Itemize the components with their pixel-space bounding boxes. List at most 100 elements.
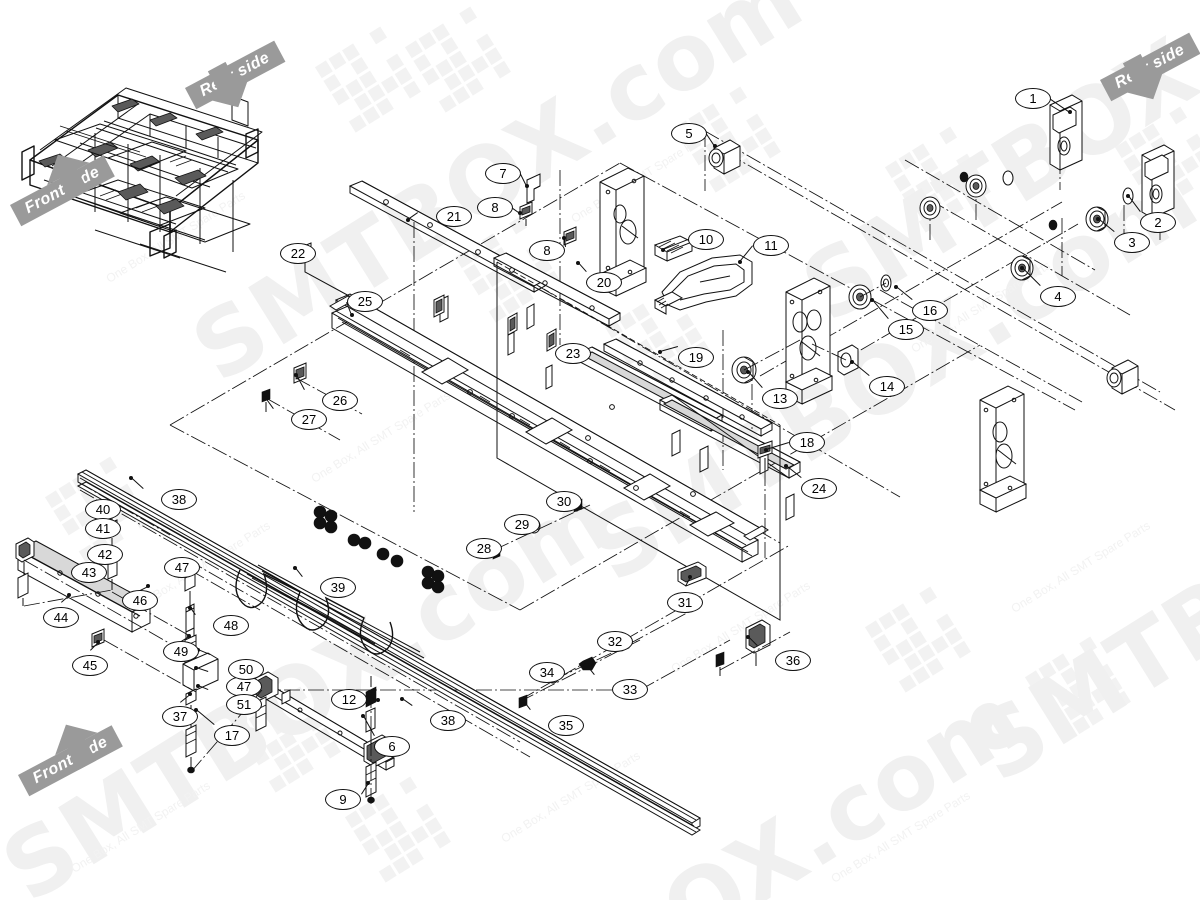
callout-anchor-dot [406, 218, 410, 222]
part-44-46-angle-plate [16, 538, 150, 632]
part-8-clip-b [564, 227, 576, 245]
callout-anchor-dot [764, 448, 768, 452]
part-8-clip-a [520, 202, 532, 226]
callout-27[interactable]: 27 [291, 409, 327, 430]
callout-24[interactable]: 24 [801, 478, 837, 499]
part-39-wire-guide [236, 565, 424, 658]
callout-41[interactable]: 41 [85, 518, 121, 539]
part-21-rail-bar [350, 181, 545, 292]
callout-1[interactable]: 1 [1015, 88, 1051, 109]
callout-30[interactable]: 30 [546, 491, 582, 512]
callout-8[interactable]: 8 [529, 240, 565, 261]
part-26-clip [294, 363, 306, 383]
part-45-clip [92, 629, 104, 647]
callout-51[interactable]: 51 [226, 694, 262, 715]
callout-34[interactable]: 34 [529, 662, 565, 683]
callout-38[interactable]: 38 [430, 710, 466, 731]
callout-19[interactable]: 19 [678, 347, 714, 368]
callout-26[interactable]: 26 [322, 390, 358, 411]
callout-35[interactable]: 35 [548, 715, 584, 736]
callout-29[interactable]: 29 [504, 514, 540, 535]
callout-44[interactable]: 44 [43, 607, 79, 628]
callout-10[interactable]: 10 [688, 229, 724, 250]
callout-46[interactable]: 46 [122, 590, 158, 611]
callout-anchor-dot [350, 313, 354, 317]
callout-21[interactable]: 21 [436, 206, 472, 227]
callout-anchor-dot [376, 698, 380, 702]
part-38-tube-rail-lower [78, 482, 700, 835]
callout-anchor-dot [146, 584, 150, 588]
callout-23[interactable]: 23 [555, 343, 591, 364]
bracket-mount-lower-right [980, 386, 1026, 512]
callout-31[interactable]: 31 [667, 592, 703, 613]
callout-8[interactable]: 8 [477, 197, 513, 218]
callout-40[interactable]: 40 [85, 499, 121, 520]
callout-anchor-dot [194, 666, 198, 670]
callout-33[interactable]: 33 [612, 679, 648, 700]
callout-anchor-dot [129, 476, 133, 480]
callout-9[interactable]: 9 [325, 789, 361, 810]
callout-13[interactable]: 13 [762, 388, 798, 409]
callout-20[interactable]: 20 [586, 272, 622, 293]
callout-anchor-dot [738, 260, 742, 264]
callout-39[interactable]: 39 [320, 577, 356, 598]
callout-5[interactable]: 5 [671, 123, 707, 144]
part-14-small-plate [838, 345, 858, 375]
callout-49[interactable]: 49 [163, 641, 199, 662]
callout-6[interactable]: 6 [374, 736, 410, 757]
callout-anchor-dot [293, 566, 297, 570]
callout-anchor-dot [294, 373, 298, 377]
callout-anchor-dot [525, 184, 529, 188]
part-roller-flange-far-right [1107, 360, 1138, 394]
callout-anchor-dot [746, 370, 750, 374]
callout-anchor-dot [870, 298, 874, 302]
part-27-pin-b [716, 652, 724, 676]
callout-18[interactable]: 18 [789, 432, 825, 453]
callout-anchor-dot [1068, 110, 1072, 114]
bracket-mount-middle [786, 278, 832, 404]
callout-anchor-dot [713, 144, 717, 148]
callout-32[interactable]: 32 [597, 631, 633, 652]
callout-14[interactable]: 14 [869, 376, 905, 397]
callout-anchor-dot [366, 781, 370, 785]
callout-47[interactable]: 47 [226, 676, 262, 697]
part-25-main-rail-assembly [330, 294, 768, 562]
callout-50[interactable]: 50 [228, 659, 264, 680]
callout-3[interactable]: 3 [1114, 232, 1150, 253]
callout-25[interactable]: 25 [347, 291, 383, 312]
callout-anchor-dot [96, 640, 100, 644]
callout-17[interactable]: 17 [214, 725, 250, 746]
callout-11[interactable]: 11 [753, 235, 789, 256]
callout-47[interactable]: 47 [164, 557, 200, 578]
callout-22[interactable]: 22 [280, 243, 316, 264]
part-47-51-stack [183, 562, 218, 773]
part-7-bracket [527, 174, 540, 203]
callout-38[interactable]: 38 [161, 489, 197, 510]
callout-7[interactable]: 7 [485, 163, 521, 184]
projection-lines [80, 110, 1175, 757]
callout-anchor-dot [1096, 217, 1100, 221]
callout-anchor-dot [584, 663, 588, 667]
callout-43[interactable]: 43 [71, 562, 107, 583]
callout-15[interactable]: 15 [888, 319, 924, 340]
callout-45[interactable]: 45 [72, 655, 108, 676]
callout-anchor-dot [196, 684, 200, 688]
callout-anchor-dot [194, 708, 198, 712]
callout-28[interactable]: 28 [466, 538, 502, 559]
callout-16[interactable]: 16 [912, 300, 948, 321]
callout-2[interactable]: 2 [1140, 212, 1176, 233]
callout-36[interactable]: 36 [775, 650, 811, 671]
callout-anchor-dot [67, 593, 71, 597]
callout-48[interactable]: 48 [213, 615, 249, 636]
callout-37[interactable]: 37 [162, 706, 198, 727]
bottom-frame-bar [252, 672, 394, 803]
callout-anchor-dot [187, 634, 191, 638]
callout-12[interactable]: 12 [331, 689, 367, 710]
callout-anchor-dot [400, 697, 404, 701]
part-19-rail-bar [604, 339, 772, 436]
callout-4[interactable]: 4 [1040, 286, 1076, 307]
bracket-mount-upper [600, 168, 646, 296]
part-1-roller-block [1050, 95, 1082, 170]
